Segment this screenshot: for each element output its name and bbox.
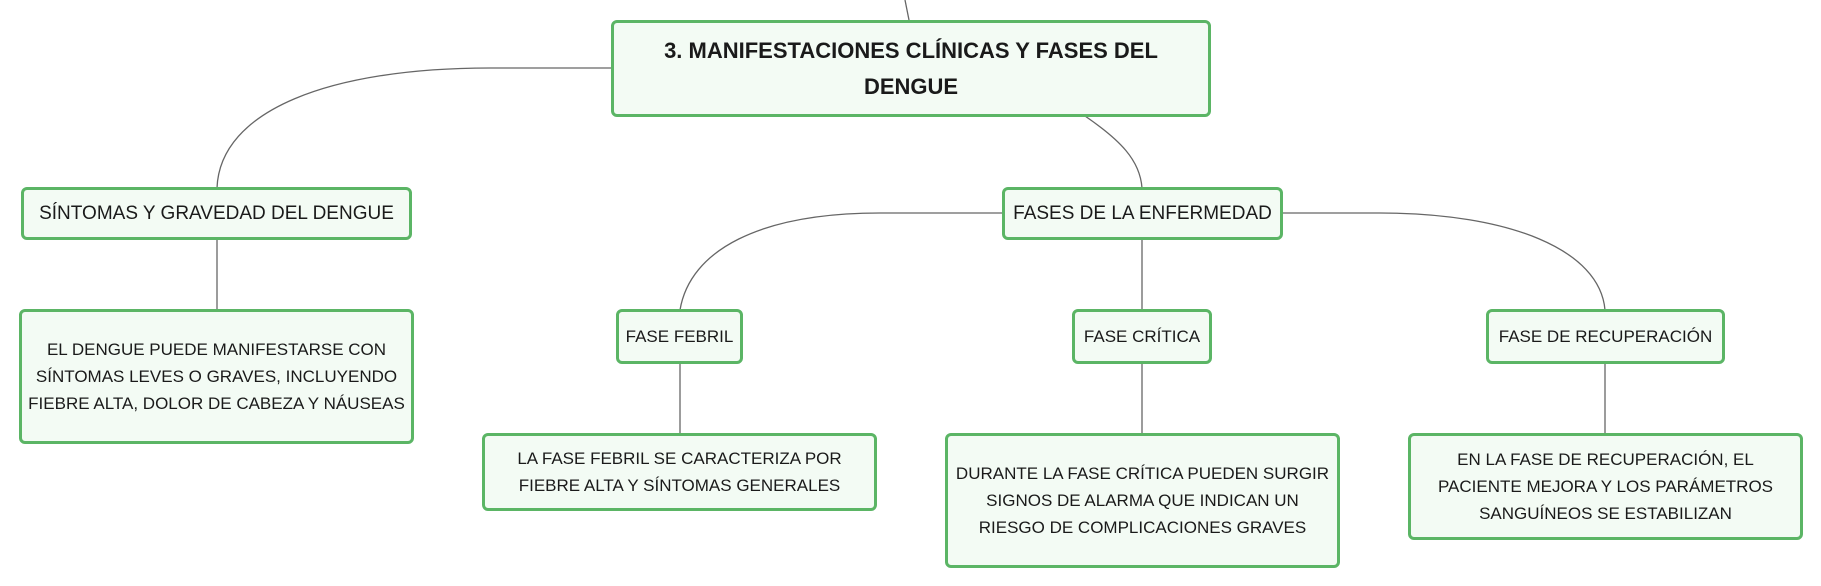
node-recuperacion[interactable]: FASE DE RECUPERACIÓN (1486, 309, 1725, 364)
node-critica-detail-label: DURANTE LA FASE CRÍTICA PUEDEN SURGIR SI… (955, 464, 1330, 537)
node-critica-detail[interactable]: DURANTE LA FASE CRÍTICA PUEDEN SURGIR SI… (945, 433, 1340, 568)
node-sintomas-detail-label: EL DENGUE PUEDE MANIFESTARSE CON SÍNTOMA… (28, 340, 405, 413)
connector-parent-to-root (904, 0, 910, 21)
node-recuperacion-detail[interactable]: EN LA FASE DE RECUPERACIÓN, EL PACIENTE … (1408, 433, 1803, 540)
node-sintomas-label: SÍNTOMAS Y GRAVEDAD DEL DENGUE (39, 203, 394, 224)
node-critica-label: FASE CRÍTICA (1083, 327, 1201, 346)
node-fases-label: FASES DE LA ENFERMEDAD (1013, 203, 1272, 224)
connector-fases-to-febril (679, 212, 1003, 311)
connector-root-to-fases (1084, 115, 1143, 189)
node-fases[interactable]: FASES DE LA ENFERMEDAD (1002, 187, 1283, 240)
node-recuperacion-label: FASE DE RECUPERACIÓN (1498, 327, 1713, 346)
node-sintomas[interactable]: SÍNTOMAS Y GRAVEDAD DEL DENGUE (21, 187, 412, 240)
node-recuperacion-detail-label: EN LA FASE DE RECUPERACIÓN, EL PACIENTE … (1437, 450, 1774, 523)
node-root-label: 3. MANIFESTACIONES CLÍNICAS Y FASES DEL … (664, 37, 1158, 99)
node-sintomas-detail[interactable]: EL DENGUE PUEDE MANIFESTARSE CON SÍNTOMA… (19, 309, 414, 444)
node-critica[interactable]: FASE CRÍTICA (1072, 309, 1212, 364)
node-febril-detail-label: LA FASE FEBRIL SE CARACTERIZA POR FIEBRE… (517, 449, 842, 495)
node-febril[interactable]: FASE FEBRIL (616, 309, 743, 364)
connector-root-to-sintomas (216, 67, 611, 189)
node-febril-detail[interactable]: LA FASE FEBRIL SE CARACTERIZA POR FIEBRE… (482, 433, 877, 511)
node-root[interactable]: 3. MANIFESTACIONES CLÍNICAS Y FASES DEL … (611, 20, 1211, 117)
connector-fases-to-recuperacion (1282, 212, 1606, 311)
node-febril-label: FASE FEBRIL (625, 327, 734, 346)
